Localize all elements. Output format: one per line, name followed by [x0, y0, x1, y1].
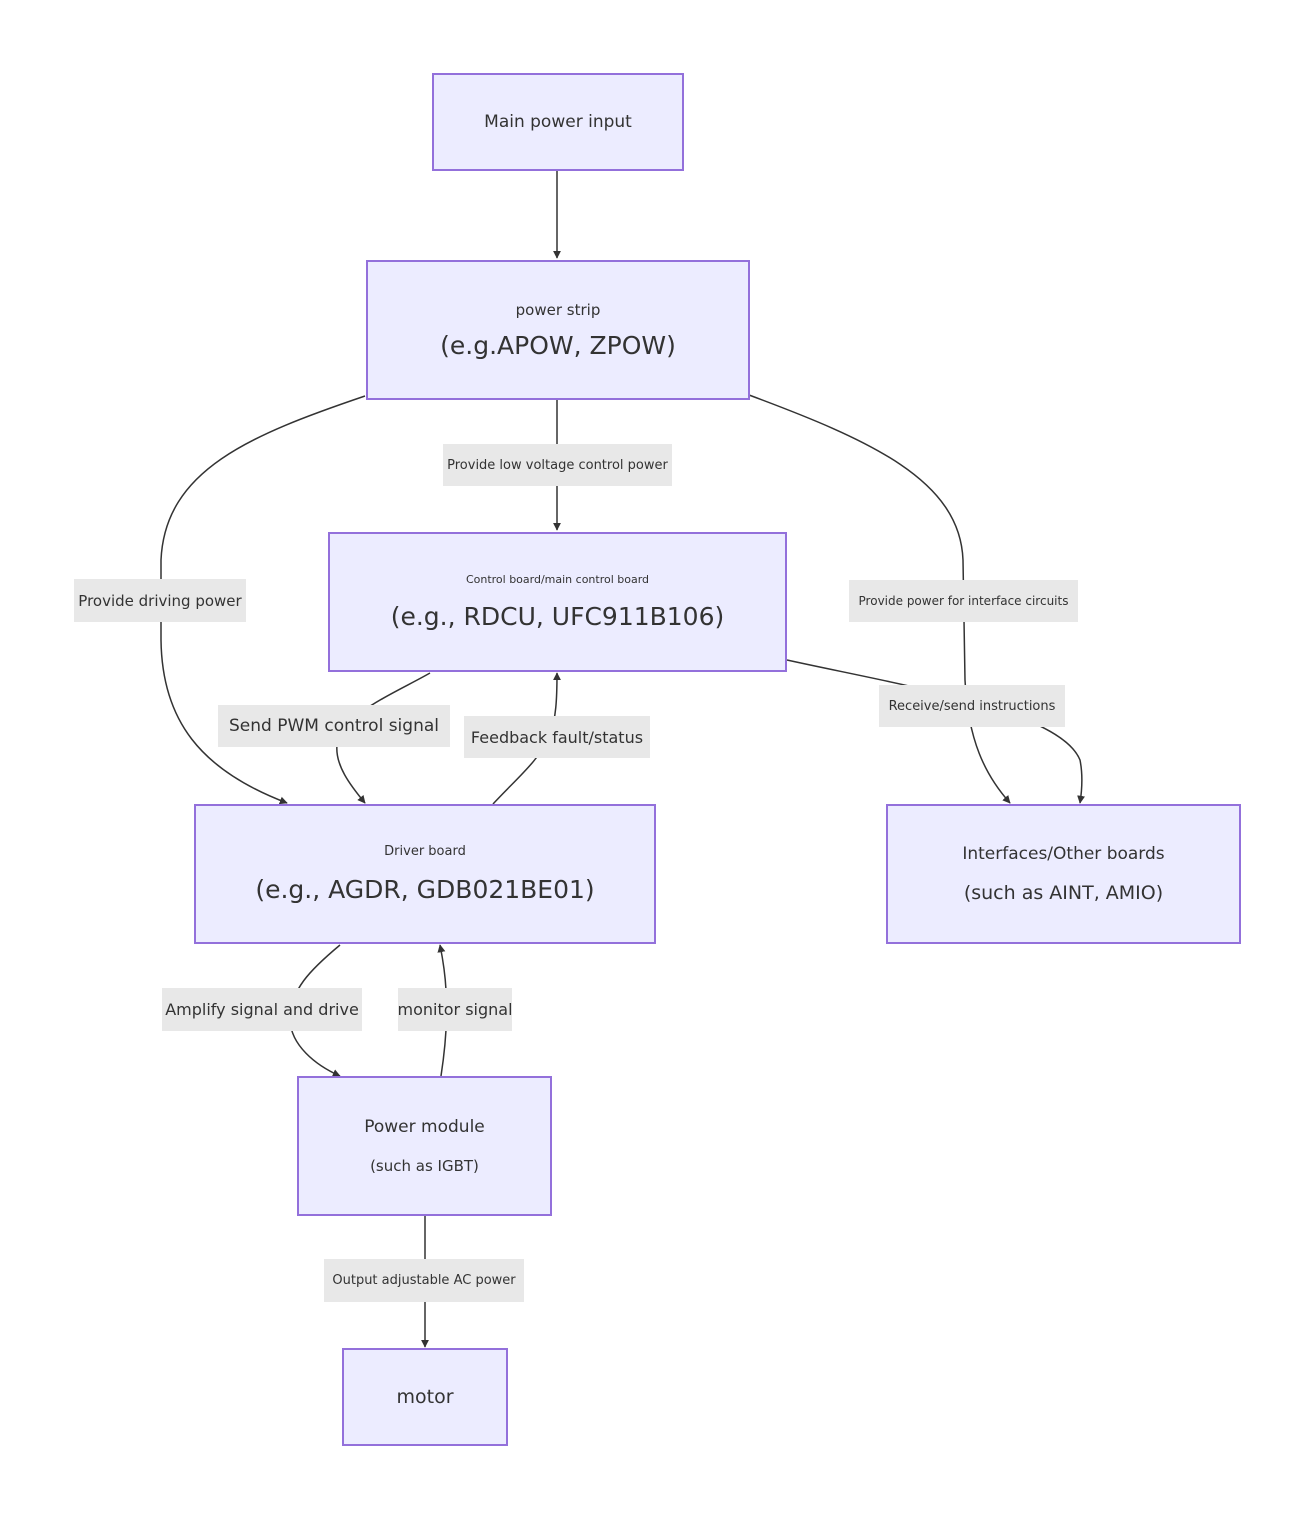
node-motor-title: motor	[396, 1386, 454, 1408]
edge-label-feedback: Feedback fault/status	[464, 716, 650, 758]
edge-control-to-interfaces	[786, 659, 1086, 804]
node-interfaces-subtitle: (such as AINT, AMIO)	[963, 882, 1164, 904]
node-motor: motor	[342, 1348, 508, 1446]
node-power-module-subtitle: (such as IGBT)	[370, 1157, 479, 1175]
edge-label-low-voltage: Provide low voltage control power	[443, 444, 672, 486]
node-driver-board: Driver board (e.g., AGDR, GDB021BE01)	[194, 804, 656, 944]
edge-label-interface-power: Provide power for interface circuits	[849, 580, 1078, 622]
node-main-power-input-title: Main power input	[484, 112, 632, 132]
node-main-power-input: Main power input	[432, 73, 684, 171]
node-control-board-subtitle: (e.g., RDCU, UFC911B106)	[390, 602, 725, 631]
node-power-module-title: Power module	[364, 1117, 485, 1137]
node-interfaces-title: Interfaces/Other boards	[962, 844, 1165, 864]
node-power-strip-subtitle: (e.g.APOW, ZPOW)	[440, 330, 676, 360]
edge-label-output-ac: Output adjustable AC power	[324, 1259, 524, 1302]
edge-label-monitor: monitor signal	[398, 988, 513, 1031]
node-power-strip: power strip (e.g.APOW, ZPOW)	[366, 260, 750, 400]
edge-strip-to-driver	[160, 395, 366, 805]
node-power-strip-title: power strip	[515, 300, 601, 319]
node-power-module: Power module (such as IGBT)	[297, 1076, 552, 1216]
node-driver-board-title: Driver board	[384, 844, 466, 859]
edge-label-amplify: Amplify signal and drive	[162, 988, 362, 1031]
node-driver-board-subtitle: (e.g., AGDR, GDB021BE01)	[255, 875, 595, 904]
node-control-board: Control board/main control board (e.g., …	[328, 532, 787, 672]
edge-label-pwm: Send PWM control signal	[218, 705, 450, 747]
edge-label-driving-power: Provide driving power	[74, 579, 246, 622]
node-control-board-title: Control board/main control board	[465, 573, 650, 586]
edge-strip-to-interfaces	[748, 394, 1011, 804]
node-interfaces: Interfaces/Other boards (such as AINT, A…	[886, 804, 1241, 944]
edge-label-instructions: Receive/send instructions	[879, 685, 1065, 727]
